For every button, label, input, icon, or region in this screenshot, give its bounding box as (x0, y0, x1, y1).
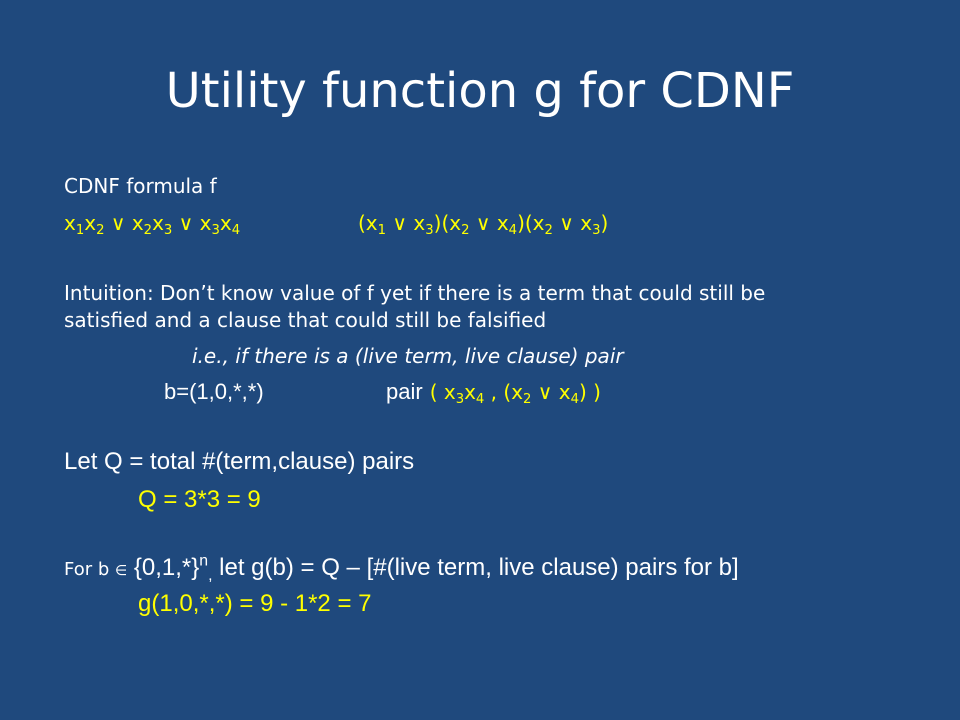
formula-symbol: x (64, 211, 76, 235)
domain-set: {0,1,*} (127, 554, 200, 581)
formula-symbol: x (199, 211, 212, 235)
comma: , (208, 567, 213, 585)
formula-symbol: ( x (429, 380, 456, 404)
formula-subscript: 1 (377, 223, 387, 239)
example-pair: pair ( x3x4 , (x2 ∨ x4) ) (386, 379, 601, 408)
formula-subscript: 3 (163, 223, 173, 239)
formula-symbol: (x (358, 211, 378, 235)
pair-formula: ( x3x4 , (x2 ∨ x4) ) (429, 380, 601, 408)
formula-subscript: 1 (75, 223, 85, 239)
g-definition: For b ∈ {0,1,*}n, let g(b) = Q – [#(live… (64, 552, 739, 585)
formula-symbol: x (558, 380, 571, 404)
formula-subscript: 4 (231, 223, 241, 239)
formula-subscript: 3 (455, 392, 465, 408)
ie-line: i.e., if there is a (live term, live cla… (192, 344, 624, 368)
formula-symbol: ) (600, 211, 609, 235)
formula-symbol: , (x (484, 380, 524, 404)
or-operator: ∨ (552, 211, 581, 235)
or-operator: ∨ (386, 211, 414, 235)
formula-symbol: ) (517, 211, 525, 235)
formula-symbol: x (580, 211, 593, 235)
formula-symbol: x (152, 211, 164, 235)
formula-symbol: x (413, 211, 426, 235)
q-value: Q = 3*3 = 9 (138, 486, 261, 513)
formula-subscript: 3 (211, 223, 220, 239)
formula-subscript: 3 (425, 223, 434, 239)
formula-symbol: x (496, 211, 509, 235)
formula-symbol: (x (441, 211, 462, 235)
formula-subscript: 2 (96, 223, 105, 239)
or-operator: ∨ (104, 211, 132, 235)
formula-symbol: x (464, 380, 476, 404)
formula-symbol: ) (433, 211, 442, 235)
formula-subscript: 2 (523, 392, 532, 408)
formula-subscript: 2 (143, 223, 153, 239)
pair-word: pair (386, 379, 423, 404)
cnf-formula: (x1 ∨ x3)(x2 ∨ x4)(x2 ∨ x3) (358, 211, 609, 239)
example-b: b=(1,0,*,*) (164, 379, 264, 404)
formula-subscript: 2 (461, 223, 470, 239)
formula-symbol: x (131, 211, 144, 235)
formula-subscript: 4 (475, 392, 485, 408)
domain-exponent: n (199, 552, 209, 570)
formula-subscript: 4 (570, 392, 580, 408)
intuition-line-1: Intuition: Don’t know value of f yet if … (64, 281, 766, 305)
formula-symbol: x (84, 211, 97, 235)
or-operator: ∨ (172, 211, 200, 235)
or-operator: ∨ (531, 380, 559, 404)
slide-title: Utility function g for CDNF (165, 63, 795, 119)
g-example: g(1,0,*,*) = 9 - 1*2 = 7 (138, 590, 372, 617)
element-of-symbol: ∈ (115, 563, 128, 579)
intuition-line-2: satisfied and a clause that could still … (64, 308, 547, 332)
formula-label: CDNF formula f (64, 174, 217, 198)
dnf-formula: x1x2 ∨ x2x3 ∨ x3x4 (64, 211, 241, 239)
or-operator: ∨ (469, 211, 497, 235)
g-def-text: let g(b) = Q – [#(live term, live clause… (212, 554, 739, 581)
formula-symbol: (x (524, 211, 545, 235)
for-b-label: For b (64, 559, 115, 580)
formula-subscript: 4 (508, 223, 518, 239)
let-q: Let Q = total #(term,clause) pairs (64, 448, 415, 475)
formula-subscript: 3 (592, 223, 601, 239)
formula-symbol: x (219, 211, 232, 235)
formula-symbol: ) ) (579, 380, 601, 404)
formula-subscript: 2 (544, 223, 553, 239)
